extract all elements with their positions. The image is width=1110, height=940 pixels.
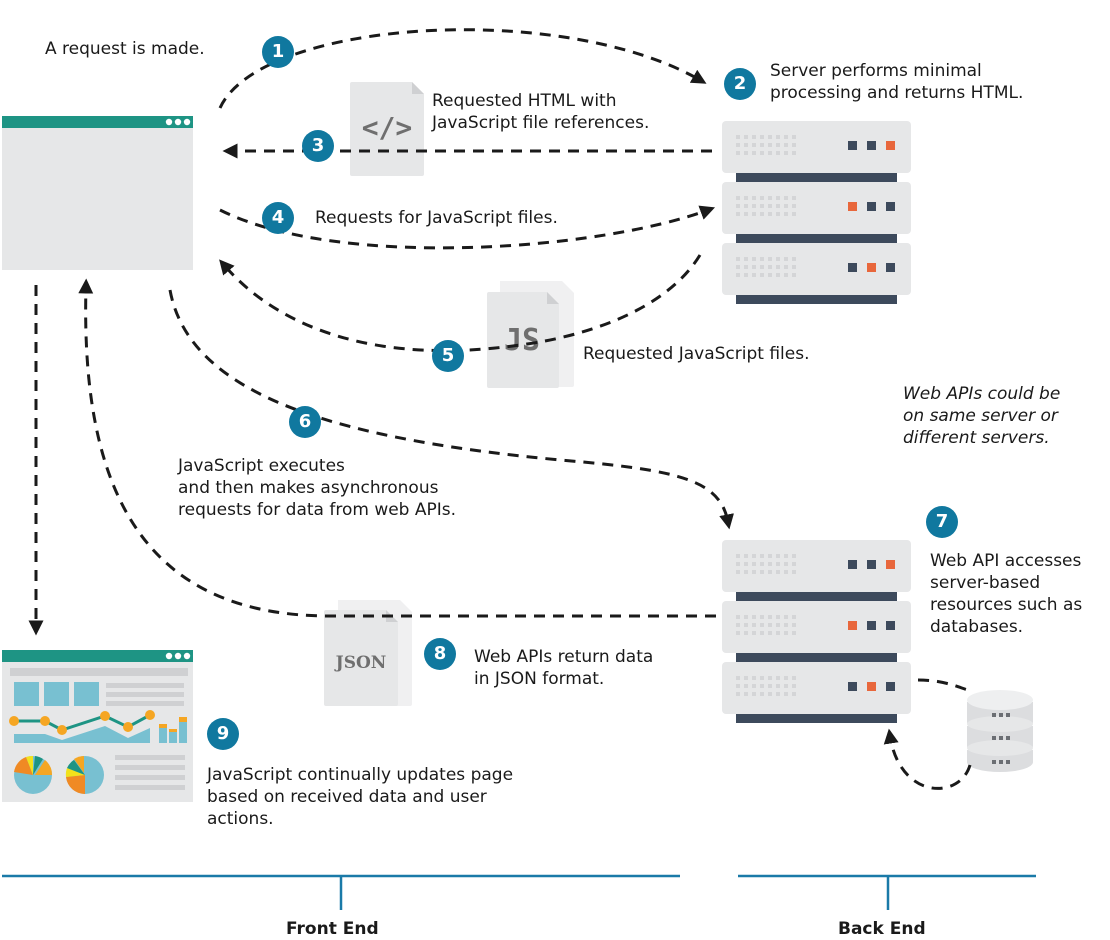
step-badge-6: 6 bbox=[289, 406, 321, 438]
dashboard-window bbox=[2, 650, 193, 802]
server-unit bbox=[722, 182, 911, 243]
step-4-text: Requests for JavaScript files. bbox=[315, 207, 558, 229]
status-led bbox=[886, 202, 895, 211]
server-unit bbox=[722, 540, 911, 601]
browser-window bbox=[2, 116, 193, 270]
back-end-bracket bbox=[738, 874, 1036, 910]
database-icon bbox=[967, 690, 1033, 772]
status-led bbox=[867, 682, 876, 691]
text-line: Web APIs could be bbox=[903, 384, 1061, 404]
step-badge-5: 5 bbox=[432, 340, 464, 372]
status-led bbox=[848, 263, 857, 272]
text-line: JavaScript file references. bbox=[432, 113, 650, 133]
status-led bbox=[848, 621, 857, 630]
status-led bbox=[848, 682, 857, 691]
text-line: JavaScript continually updates page bbox=[207, 765, 514, 785]
arrow-db-loop bbox=[890, 678, 972, 790]
text-line: Requested HTML with bbox=[432, 91, 617, 111]
api-server-stack bbox=[722, 540, 911, 723]
status-led bbox=[848, 141, 857, 150]
server-unit bbox=[722, 121, 911, 182]
text-line: Server performs minimal bbox=[770, 61, 982, 81]
text-line: A request is made. bbox=[45, 39, 205, 59]
text-line: resources such as bbox=[930, 595, 1083, 615]
text-line: databases. bbox=[930, 617, 1024, 637]
text-line: Web APIs return data bbox=[474, 647, 654, 667]
arrow-6-api-request bbox=[168, 289, 734, 530]
step-6-text: JavaScript executes and then makes async… bbox=[178, 455, 456, 521]
step-2-text: Server performs minimal processing and r… bbox=[770, 60, 1023, 104]
text-line: requests for data from web APIs. bbox=[178, 500, 457, 520]
status-led bbox=[867, 141, 876, 150]
text-line: based on received data and user bbox=[207, 787, 487, 807]
status-led bbox=[867, 621, 876, 630]
step-badge-4: 4 bbox=[262, 202, 294, 234]
arrow-8-json-response bbox=[78, 278, 716, 618]
text-line: processing and returns HTML. bbox=[770, 83, 1024, 103]
web-api-note: Web APIs could be on same server or diff… bbox=[903, 383, 1060, 449]
step-badge-9: 9 bbox=[207, 718, 239, 750]
text-line: in JSON format. bbox=[474, 669, 605, 689]
text-line: Requests for JavaScript files. bbox=[315, 208, 558, 228]
front-end-bracket bbox=[2, 874, 680, 910]
step-7-text: Web API accesses server-based resources … bbox=[930, 550, 1082, 638]
step-badge-8: 8 bbox=[424, 638, 456, 670]
text-line: on same server or bbox=[903, 406, 1058, 426]
status-led bbox=[886, 621, 895, 630]
text-line: different servers. bbox=[903, 428, 1050, 448]
status-led bbox=[886, 141, 895, 150]
text-line: actions. bbox=[207, 809, 274, 829]
step-badge-3: 3 bbox=[302, 130, 334, 162]
json-label-glyph: JSON bbox=[334, 653, 387, 673]
html-file-icon: </> bbox=[350, 82, 424, 176]
arrow-5-js-response bbox=[219, 254, 702, 353]
status-led bbox=[867, 560, 876, 569]
text-line: JavaScript executes bbox=[178, 456, 345, 476]
step-badge-1: 1 bbox=[262, 36, 294, 68]
status-led bbox=[886, 263, 895, 272]
status-led bbox=[886, 560, 895, 569]
status-led bbox=[867, 263, 876, 272]
server-unit bbox=[722, 601, 911, 662]
status-led bbox=[867, 202, 876, 211]
text-line: and then makes asynchronous bbox=[178, 478, 439, 498]
status-led bbox=[848, 560, 857, 569]
status-led bbox=[886, 682, 895, 691]
step-8-text: Web APIs return data in JSON format. bbox=[474, 646, 653, 690]
json-file-icon: JSON bbox=[324, 600, 412, 706]
step-9-text: JavaScript continually updates page base… bbox=[207, 764, 513, 830]
back-end-label: Back End bbox=[838, 919, 926, 939]
js-label-glyph: JS bbox=[504, 323, 540, 358]
status-led bbox=[848, 202, 857, 211]
step-3-text: Requested HTML with JavaScript file refe… bbox=[432, 90, 649, 134]
server-unit bbox=[722, 662, 911, 723]
arrow-1-request bbox=[218, 28, 707, 109]
html-code-glyph: </> bbox=[362, 111, 413, 144]
text-line: Web API accesses bbox=[930, 551, 1082, 571]
step-5-text: Requested JavaScript files. bbox=[583, 343, 809, 365]
step-badge-7: 7 bbox=[926, 506, 958, 538]
step-1-text: A request is made. bbox=[45, 38, 205, 60]
text-line: server-based bbox=[930, 573, 1041, 593]
web-server-stack bbox=[722, 121, 911, 304]
server-unit bbox=[722, 243, 911, 304]
step-badge-2: 2 bbox=[724, 68, 756, 100]
js-file-icon: JS bbox=[487, 281, 574, 388]
text-line: Requested JavaScript files. bbox=[583, 344, 810, 364]
front-end-label: Front End bbox=[286, 919, 379, 939]
